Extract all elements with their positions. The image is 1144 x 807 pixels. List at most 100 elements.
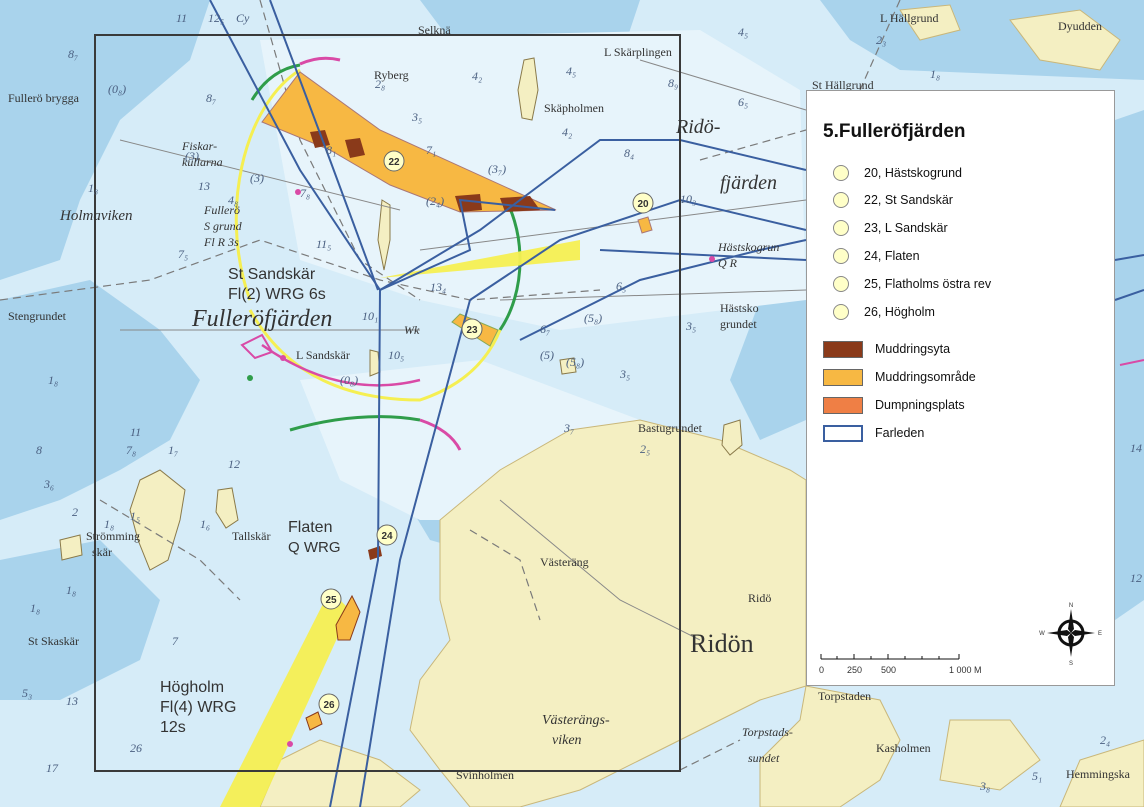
label-stengrundet: Stengrundet	[8, 309, 67, 323]
label-fullerofjarden: Fulleröfjärden	[191, 306, 332, 332]
site-circle-icon	[833, 304, 849, 320]
legend-site-26: 26, Högholm	[823, 302, 935, 322]
svg-text:8₇: 8₇	[68, 47, 78, 61]
svg-text:7₈: 7₈	[300, 186, 310, 200]
svg-text:10₅: 10₅	[388, 348, 404, 362]
land	[259, 4, 1144, 807]
site-marker-23[interactable]: 23	[461, 318, 483, 340]
label-holmaviken: Holmaviken	[59, 208, 132, 224]
svg-text:7₅: 7₅	[178, 247, 188, 261]
label-torpstadssundet: Torpstads-	[742, 725, 793, 739]
label-hogholm-light: Fl(4) WRG	[160, 699, 236, 716]
scale-bar: 0 250 500 1 000 M	[819, 654, 982, 675]
svg-text:(3): (3)	[250, 171, 264, 185]
svg-text:Cy: Cy	[236, 11, 250, 25]
label-fullero-s-grund: Fullerö	[203, 203, 240, 217]
svg-text:2: 2	[72, 505, 78, 519]
svg-text:0: 0	[819, 665, 824, 675]
site-marker-24[interactable]: 24	[376, 524, 398, 546]
label-wk: Wk	[404, 323, 420, 337]
svg-text:13₄: 13₄	[430, 280, 446, 294]
svg-text:12: 12	[1130, 571, 1142, 585]
svg-text:1₈: 1₈	[48, 373, 58, 387]
label-svinholmen: Svinholmen	[456, 768, 514, 782]
label-tallskar: Tallskär	[232, 529, 270, 543]
svg-text:2₅: 2₅	[640, 442, 650, 456]
svg-text:12s: 12s	[160, 719, 186, 736]
label-fiskarkullarna: Fiskar-	[181, 139, 217, 153]
svg-text:3₇: 3₇	[563, 421, 574, 435]
svg-text:24: 24	[381, 531, 393, 542]
svg-text:10₃: 10₃	[680, 192, 696, 206]
label-fullero-brygga: Fullerö brygga	[8, 91, 80, 105]
svg-text:26: 26	[323, 700, 335, 711]
svg-text:13: 13	[66, 694, 78, 708]
legend-muddringsomrade: Muddringsområde	[823, 367, 976, 387]
legend-farleden: Farleden	[823, 423, 924, 443]
svg-text:7: 7	[172, 634, 179, 648]
svg-text:2₃: 2₃	[876, 33, 886, 47]
map-frame	[94, 34, 681, 772]
legend-site-22: 22, St Sandskär	[823, 190, 953, 210]
legend-site-20: 20, Hästskogrund	[823, 163, 962, 183]
muddringsyta-swatch	[823, 340, 863, 358]
site-circle-icon	[833, 276, 849, 292]
label-st-sandskar-light: Fl(2) WRG 6s	[228, 286, 326, 303]
svg-text:1₆: 1₆	[200, 517, 210, 531]
label-ridofjarden: Ridö-	[675, 116, 720, 138]
svg-text:6₅: 6₅	[738, 95, 748, 109]
svg-text:N: N	[1069, 603, 1073, 609]
legend-site-25: 25, Flatholms östra rev	[823, 274, 991, 294]
label-l-hallgrund: L Hällgrund	[880, 11, 939, 25]
svg-text:22: 22	[388, 157, 400, 168]
site-marker-20[interactable]: 20	[632, 192, 654, 214]
legend-dumpningsplats: Dumpningsplats	[823, 395, 965, 415]
svg-text:25: 25	[325, 595, 337, 606]
site-marker-22[interactable]: 22	[383, 150, 405, 172]
legend-site-24: 24, Flaten	[823, 246, 920, 266]
svg-text:(3₇): (3₇)	[488, 162, 506, 176]
label-hastskogrund: Hästskogrun	[717, 240, 779, 254]
label-bastugrundet: Bastugrundet	[638, 421, 703, 435]
site-circle-icon	[833, 165, 849, 181]
svg-text:20: 20	[637, 199, 649, 210]
site-circle-icon	[833, 220, 849, 236]
svg-text:3₈: 3₈	[979, 779, 990, 793]
label-st-skaskar: St Skaskär	[28, 634, 79, 648]
label-torpstaden: Torpstaden	[818, 689, 871, 703]
svg-text:(5₈): (5₈)	[566, 355, 584, 369]
label-kasholmen: Kasholmen	[876, 741, 931, 755]
svg-text:1₈: 1₈	[66, 583, 76, 597]
svg-text:S grund: S grund	[204, 219, 243, 233]
svg-text:1 000 M: 1 000 M	[949, 665, 982, 675]
svg-text:2₄: 2₄	[1100, 733, 1110, 747]
svg-text:11: 11	[176, 11, 187, 25]
north-arrow-icon: N S E W	[1039, 603, 1102, 665]
svg-text:4₂: 4₂	[472, 69, 482, 83]
site-marker-25[interactable]: 25	[320, 588, 342, 610]
svg-text:7₁: 7₁	[426, 143, 436, 157]
svg-text:fjärden: fjärden	[720, 172, 777, 194]
svg-text:11₅: 11₅	[316, 237, 331, 251]
label-ryberg: Ryberg	[374, 68, 409, 82]
svg-text:(0₈): (0₈)	[108, 82, 126, 96]
svg-text:viken: viken	[552, 733, 582, 748]
label-vasterangsviken: Västerängs-	[542, 713, 610, 728]
svg-text:8₁: 8₁	[326, 143, 336, 157]
svg-text:1₈: 1₈	[930, 67, 940, 81]
svg-text:6₇: 6₇	[540, 322, 550, 336]
label-hemmingskar: Hemmingska	[1066, 767, 1131, 781]
svg-text:5₃: 5₃	[22, 686, 32, 700]
svg-text:26: 26	[130, 741, 142, 755]
svg-text:6₅: 6₅	[616, 279, 626, 293]
svg-text:4₈: 4₈	[228, 193, 238, 207]
dredging-area-25	[335, 594, 361, 641]
svg-text:1₈: 1₈	[88, 181, 98, 195]
svg-text:13: 13	[198, 179, 210, 193]
muddringsomrade-swatch	[823, 368, 863, 386]
label-hastskogrundet: Hästsko	[720, 301, 759, 315]
svg-text:skär: skär	[92, 545, 112, 559]
site-marker-26[interactable]: 26	[318, 693, 340, 715]
label-rido: Ridö	[748, 591, 771, 605]
label-ridon: Ridön	[690, 629, 754, 658]
